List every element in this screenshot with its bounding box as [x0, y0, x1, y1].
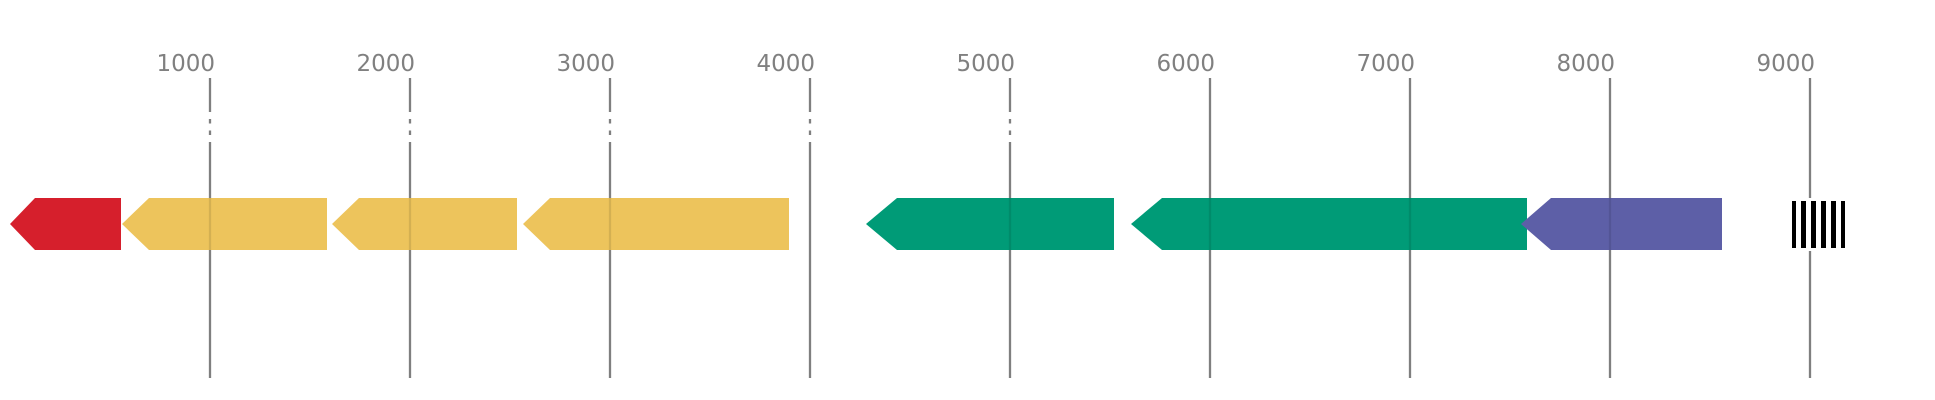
tick-label-8000: 8000	[1556, 51, 1615, 77]
gene-arrow-4	[523, 198, 789, 250]
gene-arrow-3	[332, 198, 517, 250]
gene-arrow-1	[10, 198, 121, 250]
gridline-overlay-layer	[208, 198, 1612, 250]
features-layer	[10, 198, 1848, 251]
gene-arrow-6	[1131, 198, 1527, 250]
tick-label-4000: 4000	[756, 51, 815, 77]
gene-arrow-2	[122, 198, 327, 250]
tick-labels-layer: 1000 2000 3000 4000 5000 6000 7000 8000 9000	[156, 51, 1815, 77]
hatched-box-feature-stripes	[1792, 201, 1845, 248]
tick-label-6000: 6000	[1156, 51, 1215, 77]
tick-label-5000: 5000	[956, 51, 1015, 77]
gene-arrow-5	[866, 198, 1114, 250]
hatched-box-feature	[1789, 198, 1848, 251]
tick-label-9000: 9000	[1756, 51, 1815, 77]
tick-label-2000: 2000	[356, 51, 415, 77]
tick-label-3000: 3000	[556, 51, 615, 77]
tick-label-1000: 1000	[156, 51, 215, 77]
tick-label-7000: 7000	[1356, 51, 1415, 77]
gene-arrow-7	[1521, 198, 1722, 250]
